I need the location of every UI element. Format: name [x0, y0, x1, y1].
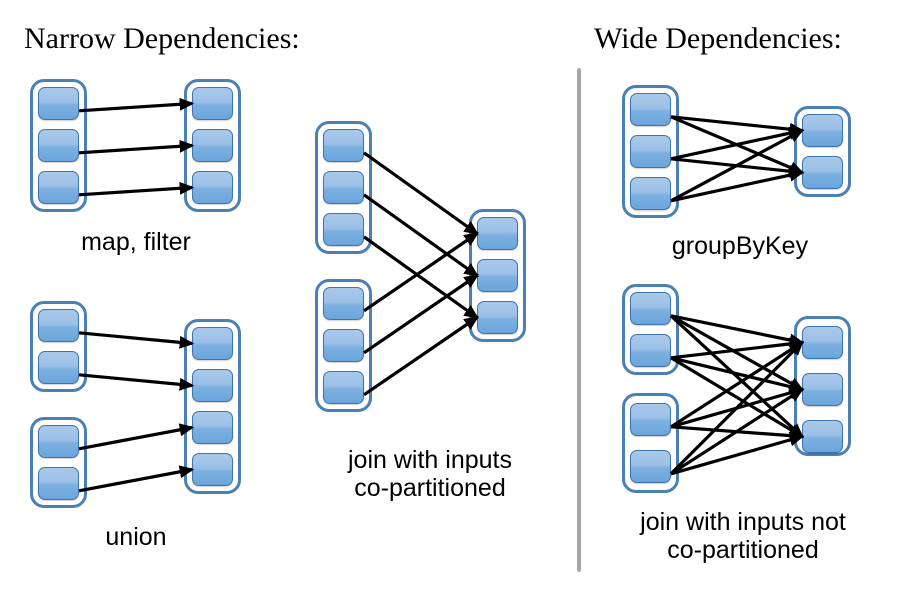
dependency-arrow — [670, 115, 805, 174]
partition-box — [323, 371, 364, 404]
partition-box — [192, 327, 233, 360]
partition-box — [192, 129, 233, 162]
partition-box — [323, 329, 364, 362]
partition-box — [630, 135, 671, 168]
partition-box — [802, 420, 843, 453]
partition-box — [630, 93, 671, 126]
partition-box — [323, 171, 364, 204]
partition-box — [323, 287, 364, 320]
partition-box — [802, 114, 843, 147]
dependency-arrow — [363, 316, 479, 397]
dependency-arrow — [670, 115, 805, 136]
dependency-arrow — [78, 139, 195, 155]
dependency-arrow — [670, 341, 804, 429]
partition-box — [323, 129, 364, 162]
caption-union: union — [105, 523, 167, 551]
partition-box — [802, 156, 843, 189]
partition-box — [630, 177, 671, 210]
dependency-arrow — [78, 331, 195, 349]
partition-box — [38, 129, 79, 162]
partition-box — [38, 171, 79, 204]
dependency-arrow — [670, 314, 805, 391]
partition-box — [38, 351, 79, 384]
dependency-arrow — [670, 356, 805, 438]
partition-box — [802, 373, 843, 406]
partition-box — [192, 369, 233, 402]
dependency-arrow — [670, 129, 805, 203]
partition-box — [477, 301, 518, 334]
caption-map-filter: map, filter — [81, 228, 191, 256]
caption-join-co-partitioned: join with inputs co-partitioned — [348, 446, 512, 502]
dependency-arrow — [669, 314, 804, 439]
partition-box — [477, 217, 518, 250]
partition-box — [38, 309, 79, 342]
partition-box — [38, 467, 79, 500]
dependency-arrow — [78, 97, 195, 113]
narrow-dependencies-title: Narrow Dependencies: — [24, 22, 300, 55]
partition-box — [630, 292, 671, 325]
partition-box — [38, 87, 79, 120]
partition-box — [630, 334, 671, 367]
partition-box — [323, 213, 364, 246]
partition-box — [38, 425, 79, 458]
dependency-arrow — [363, 193, 479, 277]
wide-dependencies-title: Wide Dependencies: — [594, 22, 842, 55]
dependency-arrow — [670, 356, 805, 393]
dependency-arrow — [670, 425, 805, 443]
partition-box — [192, 171, 233, 204]
dependency-arrow — [670, 433, 805, 476]
dependency-arrow — [670, 157, 805, 178]
dependency-arrow — [670, 314, 805, 347]
caption-group-by-key: groupByKey — [671, 232, 809, 260]
section-divider — [577, 68, 581, 572]
dependency-arrow — [670, 168, 805, 203]
partition-box — [192, 411, 233, 444]
caption-join-not-co-partitioned: join with inputs not co-partitioned — [640, 508, 846, 564]
dependency-arrow — [363, 232, 479, 313]
partition-box — [802, 326, 843, 359]
dependency-arrow — [670, 386, 805, 429]
dependency-arrow — [363, 151, 479, 235]
dependency-arrow — [78, 181, 195, 197]
partition-box — [630, 450, 671, 483]
dependency-arrow — [669, 340, 804, 475]
dependency-arrow — [78, 465, 195, 493]
dependency-arrow — [670, 126, 805, 161]
dependency-arrow — [670, 337, 805, 360]
dependency-arrow — [363, 235, 479, 319]
dependency-arrow — [78, 373, 195, 391]
dependency-arrow — [670, 388, 804, 476]
partition-box — [192, 453, 233, 486]
partition-box — [630, 403, 671, 436]
dependency-arrow — [78, 423, 195, 451]
partition-box — [477, 259, 518, 292]
dependency-arrow — [363, 274, 479, 355]
partition-box — [192, 87, 233, 120]
